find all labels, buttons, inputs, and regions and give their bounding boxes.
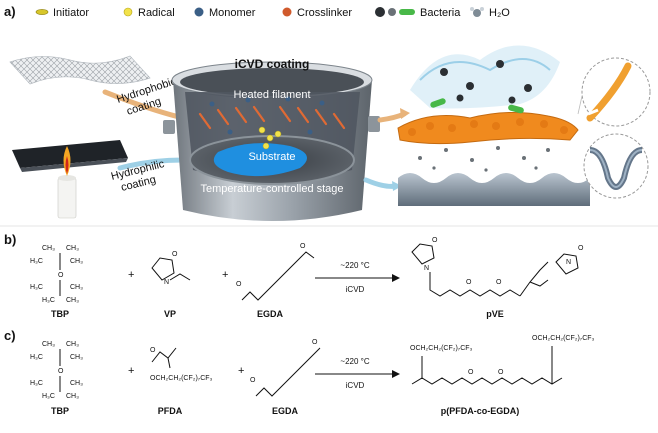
svg-text:O: O [250,377,256,384]
pfda-structure: O OCH₂CH₂(CF₂)₇CF₃ [150,347,213,382]
vp-label: VP [164,309,176,319]
legend-bacteria: Bacteria [420,7,461,19]
flame-sheet [12,140,128,219]
svg-text:O: O [466,279,472,286]
initiator-icon [35,9,49,15]
svg-text:H₃C: H₃C [30,380,43,387]
egda-label-c: EGDA [272,406,299,416]
method-b: iCVD [346,285,365,294]
zoom-fiber [577,57,651,127]
svg-text:CH₃: CH₃ [70,258,83,265]
hydrophilic-arrow [117,157,186,171]
ppfda-label: p(PFDA-co-EGDA) [441,406,520,416]
tbp-structure-c: CH₃ CH₃ H₃C CH₃ O H₃C CH₃ H₃C CH₃ [30,341,83,400]
pfda-chain: OCH₂CH₂(CF₂)₇CF₃ [150,375,213,382]
crosslinker-icon [282,7,292,17]
hydrophobic-surface [397,45,579,145]
mesh-substrate [9,55,151,85]
svg-text:O: O [150,347,156,354]
legend-initiator: Initiator [53,7,89,19]
substrate-label: Substrate [248,151,295,163]
panel-a-label: a) [4,4,16,19]
pfda-label: PFDA [158,406,183,416]
icvd-reactor [163,61,380,221]
zoom-wave [583,133,649,199]
svg-text:CH₃: CH₃ [66,341,79,348]
svg-text:N: N [424,265,429,272]
plus-b-1: + [128,269,134,281]
candle [57,177,77,219]
heated-filament-label: Heated filament [233,89,310,101]
svg-text:O: O [496,279,502,286]
svg-text:CH₃: CH₃ [70,354,83,361]
svg-text:H₃C: H₃C [42,297,55,304]
svg-text:CH₃: CH₃ [66,393,79,400]
svg-text:O: O [432,237,438,244]
reactor-title: iCVD coating [235,57,310,71]
svg-text:H₃C: H₃C [30,258,43,265]
substrate-blue [213,143,308,177]
svg-text:H₃C: H₃C [30,354,43,361]
egda-structure-c: O O [250,339,321,397]
product-chain-1: OCH₂CH₂(CF₂)₇CF₃ [410,345,473,352]
svg-text:CH₃: CH₃ [42,341,55,348]
svg-text:H₃C: H₃C [42,393,55,400]
tbp-label-b: TBP [51,309,69,319]
plus-c-2: + [238,365,244,377]
ppfda-structure: OCH₂CH₂(CF₂)₇CF₃ OCH₂CH₂(CF₂)₇CF₃ O O [410,335,595,385]
panel-b-label: b) [4,232,16,247]
svg-text:O: O [468,369,474,376]
svg-text:O: O [300,243,306,250]
svg-text:O: O [58,368,64,375]
legend-monomer: Monomer [209,7,256,19]
water-icon [470,7,484,17]
svg-text:O: O [578,245,584,252]
legend-radical: Radical [138,7,175,19]
product-chain-2: OCH₂CH₂(CF₂)₇CF₃ [532,335,595,342]
radical-icon [123,7,133,17]
panel-c-label: c) [4,328,16,343]
svg-text:CH₃: CH₃ [70,284,83,291]
vp-structure: N O [151,251,191,286]
legend-water: H₂O [489,7,510,19]
svg-text:O: O [312,339,318,346]
plus-c-1: + [128,365,134,377]
svg-text:O: O [498,369,504,376]
svg-text:O: O [236,281,242,288]
plus-b-2: + [222,269,228,281]
tbp-label-c: TBP [51,406,69,416]
pve-structure: O N O O N O [411,237,584,297]
pve-label: pVE [486,309,504,319]
condition-c: ~220 °C [340,357,369,366]
svg-text:O: O [58,272,64,279]
legend: Initiator Radical Monomer Crosslinker Ba… [35,7,510,19]
svg-text:O: O [172,251,178,258]
svg-text:CH₃: CH₃ [66,245,79,252]
hydrophilic-surface [398,146,590,206]
egda-label-b: EGDA [257,309,284,319]
svg-text:CH₃: CH₃ [66,297,79,304]
svg-text:H₃C: H₃C [30,284,43,291]
bacteria-icon [375,7,415,17]
svg-text:N: N [164,279,169,286]
monomer-icon [194,7,204,17]
svg-text:CH₃: CH₃ [70,380,83,387]
condition-b: ~220 °C [340,261,369,270]
tbp-structure-b: CH₃ CH₃ H₃C CH₃ O H₃C CH₃ H₃C CH₃ [30,245,83,304]
stage-label: Temperature-controlled stage [200,183,343,195]
svg-text:CH₃: CH₃ [42,245,55,252]
method-c: iCVD [346,381,365,390]
svg-text:N: N [566,259,571,266]
legend-crosslinker: Crosslinker [297,7,352,19]
egda-structure-b: O O [236,243,315,301]
